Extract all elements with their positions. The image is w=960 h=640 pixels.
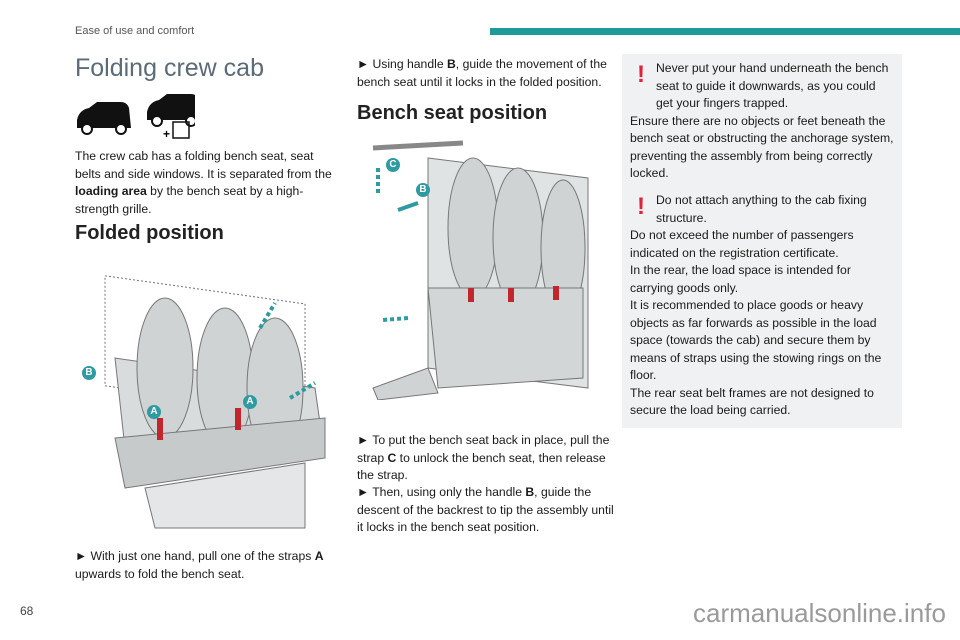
step-descend: ► Then, using only the handle B, guide t…	[357, 485, 614, 534]
bench-seat-illustration: C B	[368, 138, 593, 401]
label-b: B	[82, 366, 96, 380]
warning-text: Do not exceed the number of passengers i…	[630, 228, 854, 260]
label-b: B	[416, 183, 430, 197]
warning-text: It is recommended to place goods or heav…	[630, 298, 882, 382]
page-title: Folding crew cab	[75, 54, 264, 82]
van-icon	[147, 94, 195, 127]
warning-icon: !	[637, 193, 645, 220]
warning-text: Never put your hand underneath the bench…	[656, 61, 889, 110]
intro-text: The crew cab has a folding bench seat, s…	[75, 149, 332, 216]
header-accent-bar	[490, 28, 960, 35]
warning-text: Do not attach anything to the cab fixing…	[656, 193, 867, 225]
step-fold: ► With just one hand, pull one of the st…	[75, 549, 324, 581]
child-seat-icon	[172, 121, 190, 139]
label-a-2: A	[243, 395, 257, 409]
step-unlock: ► To put the bench seat back in place, p…	[357, 433, 610, 482]
page-number: 68	[20, 604, 34, 618]
svg-text:+: +	[163, 127, 170, 140]
label-a: A	[147, 405, 161, 419]
heading-bench-seat-position: Bench seat position	[357, 102, 548, 124]
warning-icon: !	[637, 61, 645, 88]
heading-folded-position: Folded position	[75, 222, 224, 244]
van-icon	[77, 102, 131, 135]
van-icons: +	[77, 94, 195, 140]
warning-box: ! Do not attach anything to the cab fixi…	[622, 186, 902, 428]
warning-text: The rear seat belt frames are not design…	[630, 385, 874, 418]
folded-seat-illustration: B A A	[82, 258, 330, 530]
watermark: carmanualsonline.info	[693, 598, 946, 628]
warning-text: Ensure there are no objects or feet bene…	[630, 113, 894, 181]
step-guide-handle: ► Using handle B, guide the movement of …	[357, 57, 607, 89]
warning-box: ! Never put your hand underneath the ben…	[622, 54, 902, 191]
warning-text: In the rear, the load space is intended …	[630, 263, 851, 295]
section-title: Ease of use and comfort	[75, 25, 195, 37]
label-c: C	[386, 158, 400, 172]
